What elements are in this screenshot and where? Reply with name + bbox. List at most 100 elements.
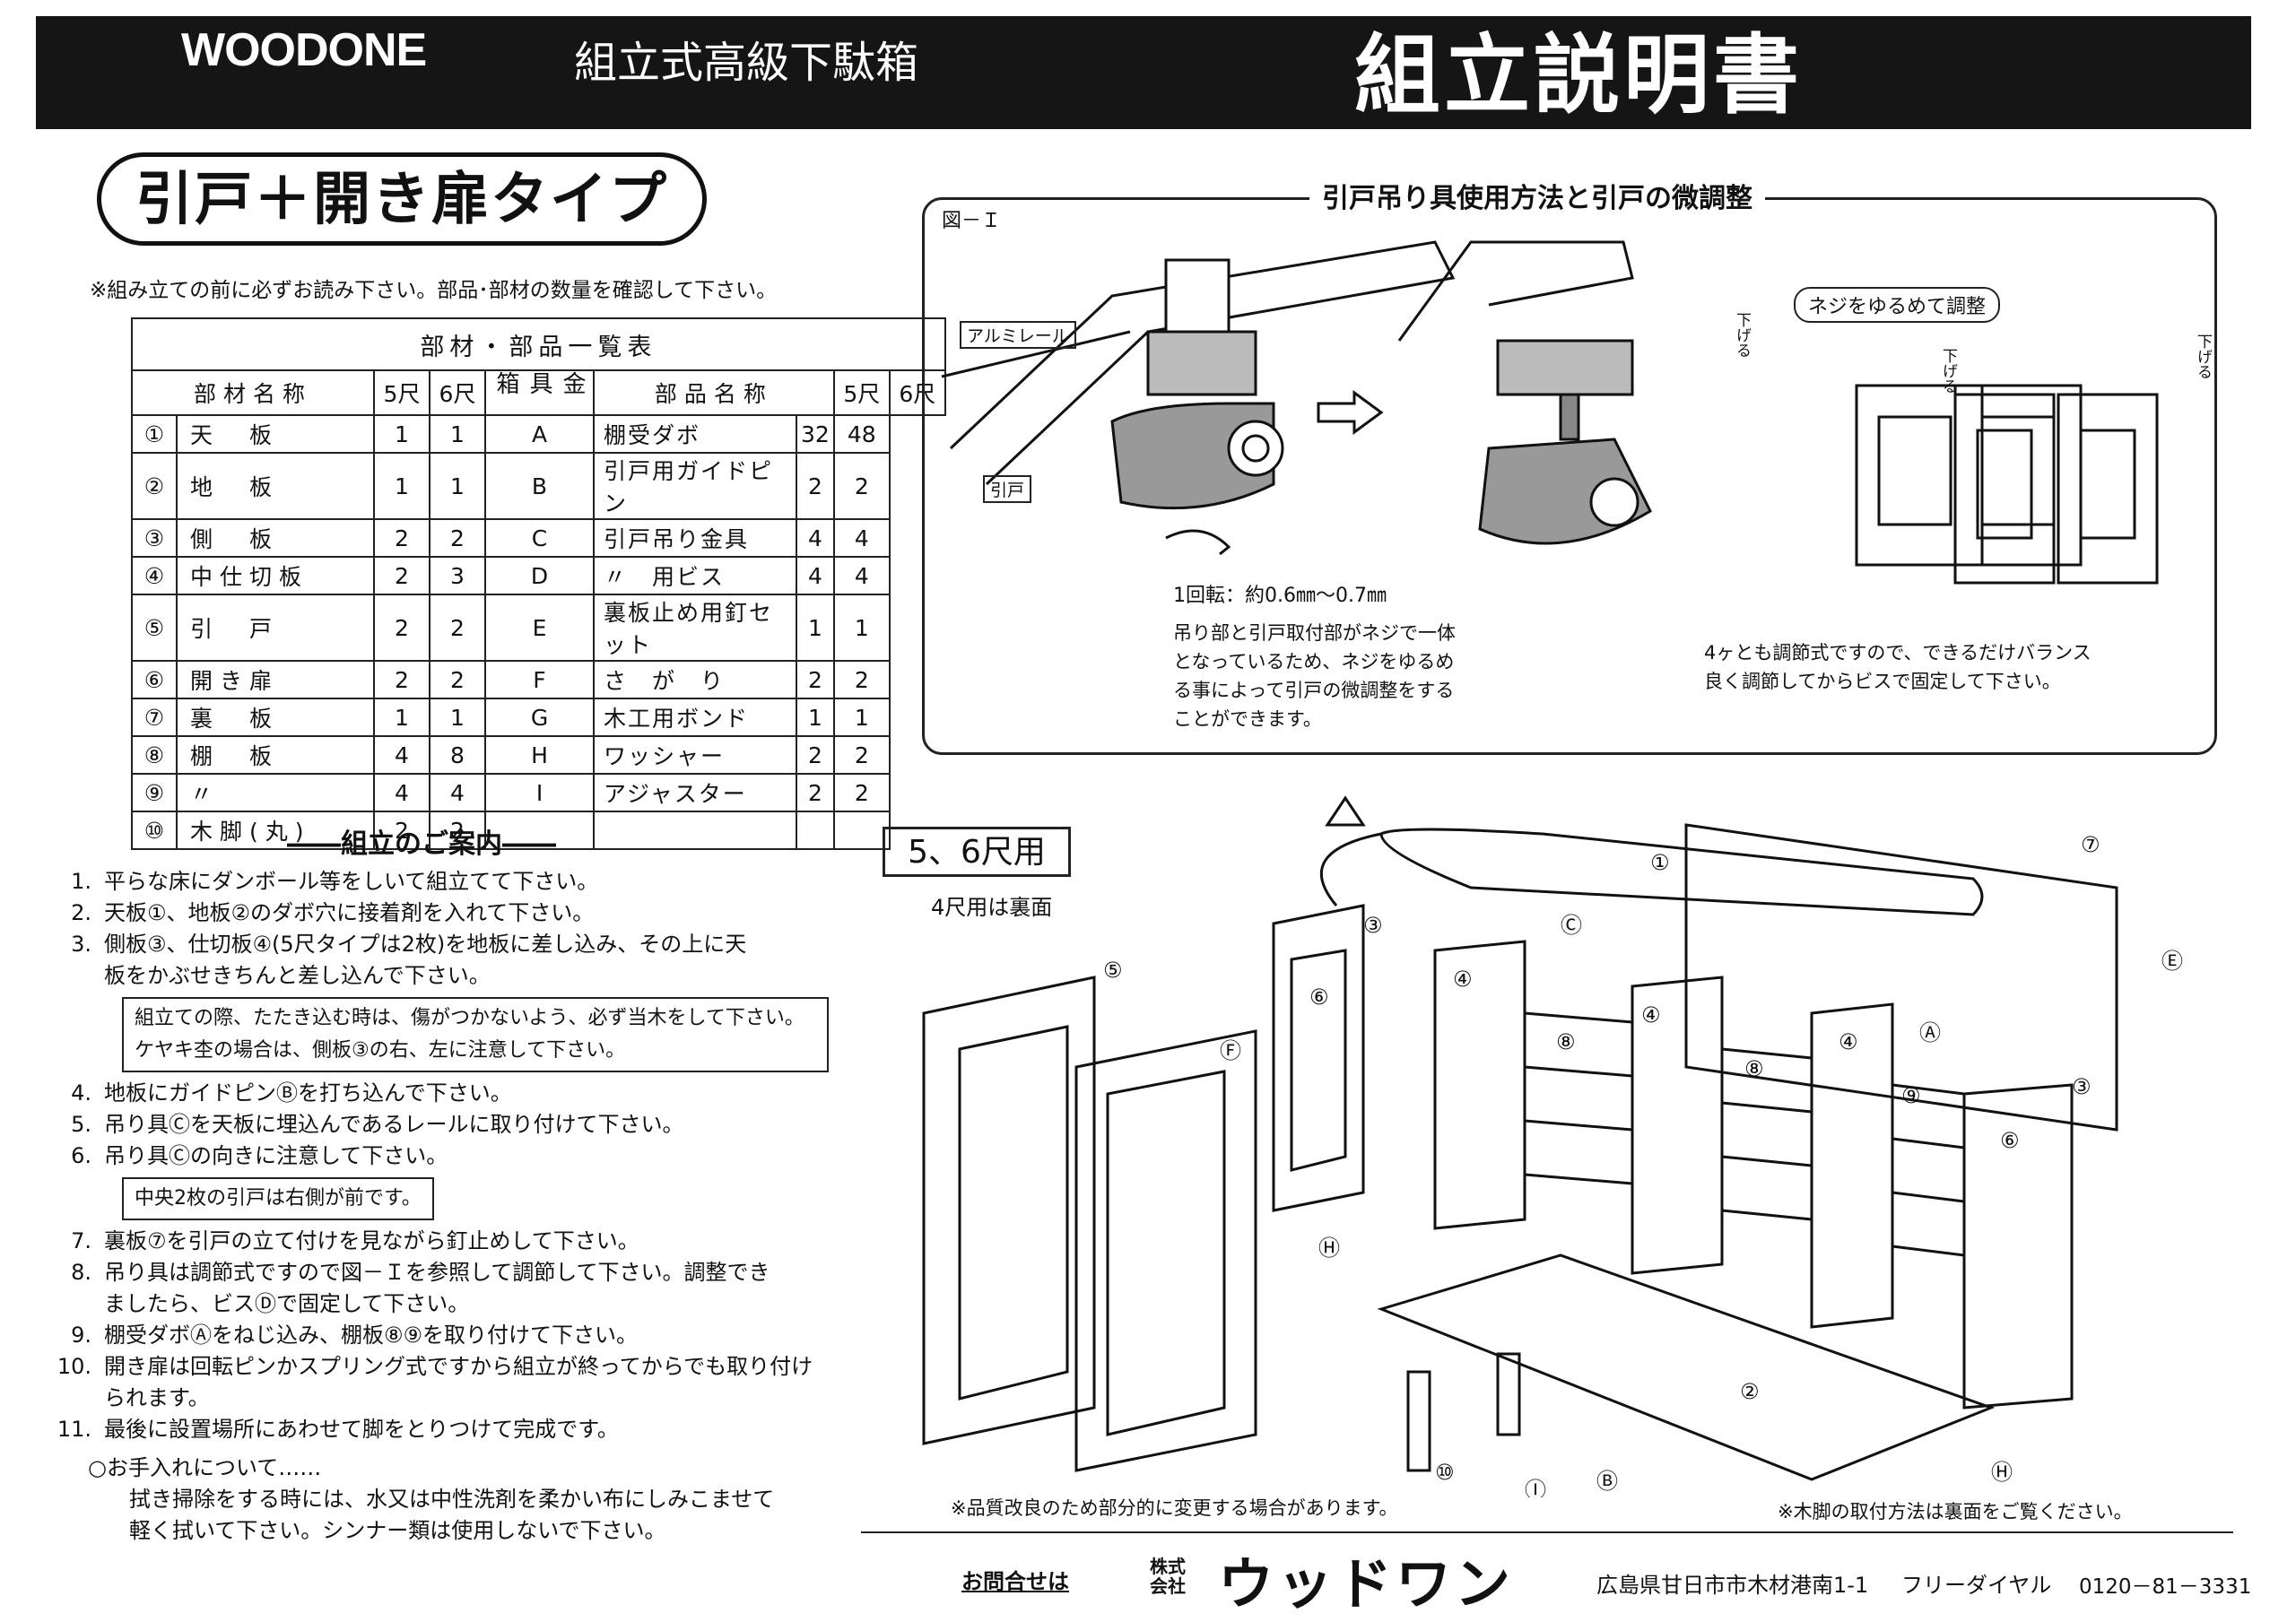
guide-step: 4.地板にガイドピンⒷを打ち込んで下さい。 (36, 1078, 825, 1109)
step-text: 側板③、仕切板④(5尺タイプは2枚)を地板に差し込み、その上に天 (104, 932, 747, 957)
partition-right (1810, 1002, 1894, 1329)
lower-label: 下げる (1733, 312, 1751, 358)
guide-steps: 1.平らな床にダンボール等をしいて組立てて下さい。2.天板①、地板②のダボ穴に接… (36, 866, 829, 1547)
step-number: 1. (71, 869, 91, 894)
guide-step: 板をかぶせきちんと差し込んで下さい。 (36, 960, 825, 992)
material-qty-5: 2 (373, 594, 430, 662)
material-number: ⑤ (131, 594, 178, 662)
part-code (484, 811, 595, 850)
part-qty-6: 4 (832, 518, 891, 558)
figure-1-label: 図－Ｉ (942, 210, 1002, 232)
part-code: F (484, 660, 595, 699)
freedial-label: フリーダイヤル (1901, 1573, 2052, 1598)
part-label: ① (1650, 850, 1670, 875)
guide-step: 2.天板①、地板②のダボ穴に接着剤を入れて下さい。 (36, 898, 825, 929)
rail-label: アルミレール (960, 321, 1076, 349)
partition-middle (1631, 976, 1724, 1275)
door-pair-right (1953, 393, 2159, 585)
part-qty-5: 1 (796, 698, 835, 737)
sliding-door-b-window (1106, 1070, 1226, 1436)
quality-note: ※品質改良のため部分的に変更する場合があります。 (951, 1497, 1398, 1519)
step-text: 最後に設置場所にあわせて脚をとりつけて完成です。 (104, 1417, 619, 1442)
part-label: ② (1740, 1379, 1760, 1404)
door-order-box: 中央2枚の引戸は右側が前です。 (122, 1177, 434, 1220)
partition-left (1433, 940, 1526, 1230)
part-label: ④ (1453, 967, 1473, 992)
shelves-right (1892, 1083, 1965, 1257)
header-material-name: 部材名称 (131, 369, 375, 416)
rail-outline (949, 240, 1456, 486)
inquiry-label: お問合せは (961, 1569, 1069, 1594)
logo-text: WOODONE (181, 24, 427, 76)
part-name: さ が り (593, 660, 797, 699)
step-text: ましたら、ビスⒹで固定して下さい。 (104, 1291, 470, 1316)
flip-arrow (1319, 832, 1382, 906)
part-code: G (484, 698, 595, 737)
parts-table-title: 部材・部品一覧表 (131, 317, 946, 371)
wooden-leg-b (1496, 1352, 1521, 1436)
guide-step: 8.吊り具は調節式ですので図－Ｉを参照して調節して下さい。調整でき (36, 1257, 825, 1288)
part-label: ④ (1641, 1002, 1661, 1028)
material-number: ① (131, 414, 178, 454)
wooden-leg-a (1406, 1370, 1431, 1472)
door-right-a-window (1976, 429, 2033, 540)
material-number: ⑨ (131, 773, 178, 812)
caution-line: 組立ての際、たたき込む時は、傷がつかないよう、必ず当木をして下さい。 (135, 1007, 804, 1029)
part-label: ⑤ (1103, 958, 1123, 983)
header-6shaku: 6尺 (429, 369, 486, 416)
hinged-door-left-window (1290, 949, 1347, 1172)
step-text: 天板①、地板②のダボ穴に接着剤を入れて下さい。 (104, 900, 595, 925)
part-label: Ⓘ (1525, 1478, 1546, 1497)
document-title: 組立説明書 (1354, 25, 1803, 126)
size-sub-label: 4尺用は裏面 (931, 895, 1053, 920)
part-qty-5: 4 (796, 518, 835, 558)
material-number: ⑧ (131, 735, 178, 775)
header-6shaku-parts: 6尺 (888, 369, 946, 416)
part-label: Ⓐ (1919, 1020, 1941, 1045)
shelves-middle (1721, 1047, 1813, 1221)
step-number: 11. (57, 1417, 91, 1442)
transition-arrow (1317, 390, 1384, 435)
step-number (36, 960, 104, 992)
part-qty-6: 1 (832, 698, 891, 737)
part-qty-5: 2 (796, 735, 835, 775)
material-qty-6: 2 (429, 660, 486, 699)
rail-line (941, 330, 1131, 378)
step-number (36, 1288, 104, 1320)
part-code: E (484, 594, 595, 662)
part-name: 引戸用ガイドピン (593, 452, 797, 520)
material-number: ⑦ (131, 698, 178, 737)
hinged-door-right (1962, 1083, 2074, 1409)
step-number: 7. (71, 1228, 91, 1253)
hanger-diagram (941, 240, 2083, 567)
brand-logo: WOODONE (181, 23, 427, 77)
part-qty-5: 2 (796, 660, 835, 699)
material-qty-5: 4 (373, 735, 430, 775)
material-qty-5: 4 (373, 773, 430, 812)
intro-note: ※組み立ての前に必ずお読み下さい。部品･部材の数量を確認して下さい。 (90, 279, 778, 302)
material-name: 木脚(丸) (176, 811, 375, 850)
part-label: ③ (1363, 913, 1383, 938)
hanger-description: 吊り部と引戸取付部がネジで一体 となっているため、ネジをゆるめ る事によって引戸… (1173, 619, 1456, 733)
part-name: 木工用ボンド (593, 698, 797, 737)
hanger-body (1110, 402, 1275, 510)
door-right-a (1953, 393, 2056, 585)
desc-line: ことができます。 (1173, 708, 1322, 730)
part-label: ④ (1839, 1029, 1858, 1054)
part-qty-6: 1 (832, 594, 891, 662)
part-label: ⑥ (2000, 1128, 2020, 1153)
material-number: ⑩ (131, 811, 178, 850)
header-5shaku: 5尺 (373, 369, 430, 416)
bottom-panel (1377, 1253, 1996, 1481)
leg-note: ※木脚の取付方法は裏面をご覧ください。 (1778, 1501, 2133, 1522)
part-label: Ⓗ (1991, 1460, 2013, 1485)
desc-line: 吊り部と引戸取付部がネジで一体 (1173, 622, 1456, 644)
care-line: 拭き掃除をする時には、水又は中性洗剤を柔かい布にしみこませて (129, 1487, 775, 1512)
header-bar (36, 16, 2251, 129)
